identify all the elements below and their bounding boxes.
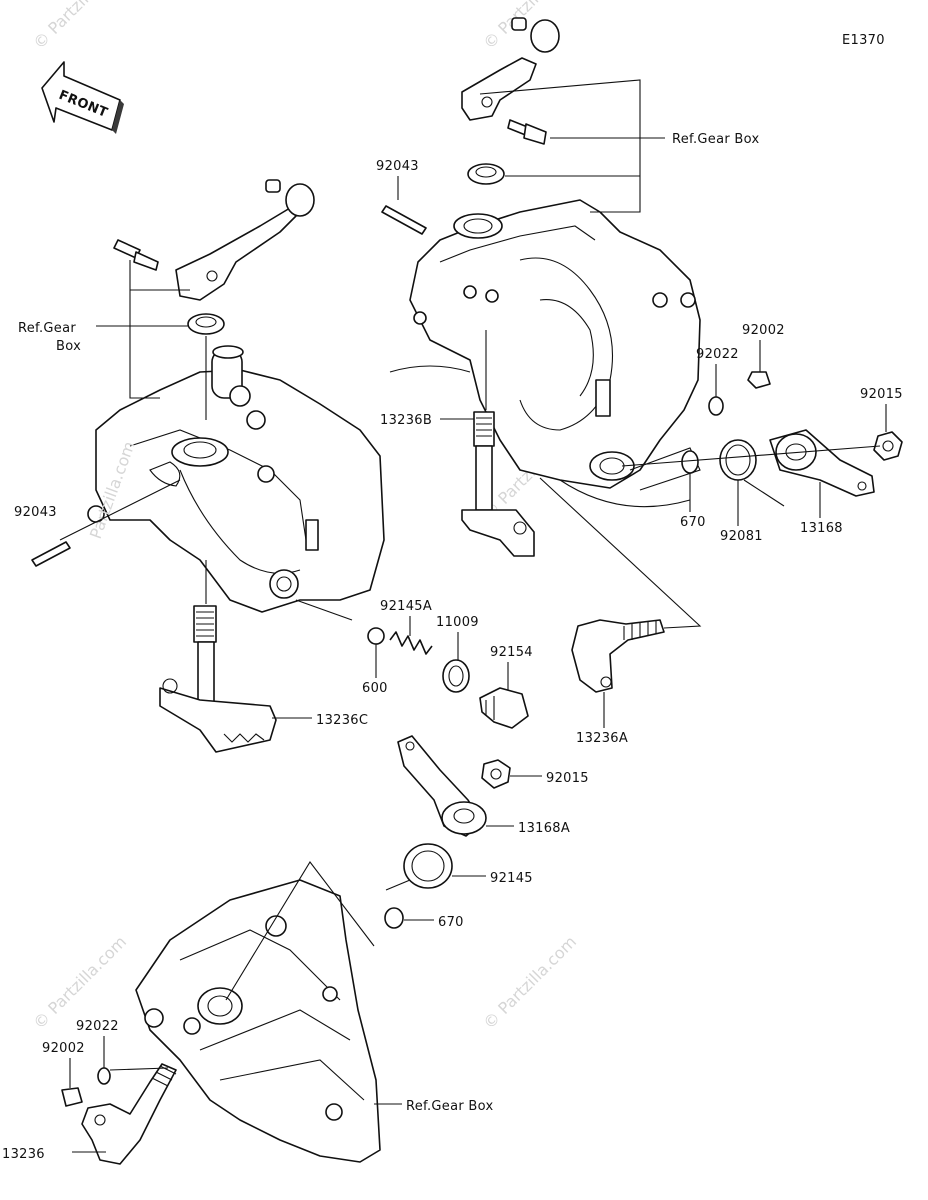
label-ref-gear-box-bottom: Ref.Gear Box <box>406 1099 494 1114</box>
watermark-4: © Partzilla.com <box>29 932 130 1033</box>
left-housing <box>87 345 385 613</box>
label-13168A: 13168A <box>518 821 570 836</box>
bottom-small-parts <box>61 1063 177 1165</box>
label-13236B: 13236B <box>380 413 432 428</box>
label-92002-bottom: 92002 <box>42 1041 85 1056</box>
label-ref-gear-box-top: Ref.Gear Box <box>672 132 760 147</box>
label-92015-mid: 92015 <box>546 771 589 786</box>
watermark-2: © Partzilla.com <box>479 0 580 53</box>
label-13236C: 13236C <box>316 713 368 728</box>
label-11009: 11009 <box>436 615 479 630</box>
label-92043: 92043 <box>376 159 419 174</box>
right-axis-line <box>621 445 881 467</box>
label-92015-top: 92015 <box>860 387 903 402</box>
middle-lever-group <box>384 735 511 929</box>
label-92043-left: 92043 <box>14 505 57 520</box>
label-13236: 13236 <box>2 1147 45 1162</box>
diagram-code: E1370 <box>842 33 885 48</box>
top-right-housing <box>389 199 701 508</box>
bottom-housing <box>135 879 381 1163</box>
label-13168: 13168 <box>800 521 843 536</box>
shaft-13236B <box>461 330 535 557</box>
label-ref-box-left: Box <box>56 339 81 354</box>
leader-13236A-link <box>539 477 702 629</box>
shaft-13236A <box>571 619 665 693</box>
label-ref-gear-left: Ref.Gear <box>18 321 76 336</box>
label-92002-top: 92002 <box>742 323 785 338</box>
label-92022-top: 92022 <box>696 347 739 362</box>
leader-92043-left <box>59 479 181 541</box>
label-13236A: 13236A <box>576 731 628 746</box>
label-92145: 92145 <box>490 871 533 886</box>
label-670-mid: 670 <box>438 915 464 930</box>
label-92145A: 92145A <box>380 599 432 614</box>
label-92022-bottom: 92022 <box>76 1019 119 1034</box>
watermark-5: © Partzilla.com <box>479 932 580 1033</box>
bottom-link-line <box>225 861 375 1001</box>
left-shift-arm <box>31 179 315 567</box>
top-ref-leaders <box>479 79 665 213</box>
label-92154: 92154 <box>490 645 533 660</box>
left-ref-leader-vert <box>129 260 160 399</box>
right-small-parts <box>681 371 903 507</box>
label-92081: 92081 <box>720 529 763 544</box>
bottom-axis-line <box>109 1067 169 1071</box>
top-right-shift-arm <box>381 17 560 235</box>
watermark-1: © Partzilla.com <box>29 0 130 53</box>
label-600: 600 <box>362 681 388 696</box>
shaft-13236C <box>159 336 277 753</box>
front-arrow-icon: FRONT <box>41 61 124 134</box>
detent-parts <box>295 599 529 729</box>
label-670-top: 670 <box>680 515 706 530</box>
